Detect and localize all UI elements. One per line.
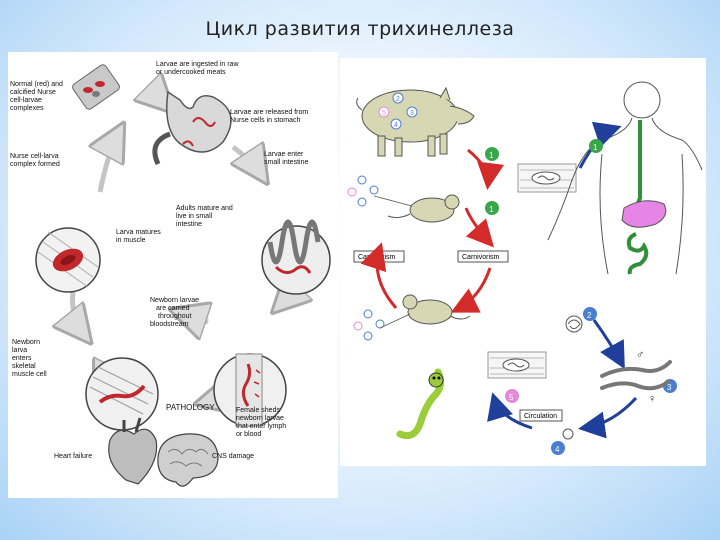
- human-body-image: [547, 81, 703, 275]
- page-title: Цикл развития трихинеллеза: [205, 18, 515, 40]
- intestine-image: [261, 219, 331, 295]
- rat-top-markers: [347, 175, 413, 207]
- pig-step-2: 2: [396, 96, 400, 103]
- svg-text:Carnivorism: Carnivorism: [462, 254, 500, 261]
- muscle-entry-image: [85, 357, 159, 431]
- circulation-label: Circulation: [519, 409, 563, 422]
- cartoon-worm-image: [396, 368, 445, 440]
- label-heart-failure: Heart failure: [54, 453, 92, 460]
- label-cns-damage: CNS damage: [212, 453, 254, 460]
- pig-image: [356, 86, 475, 157]
- human-step-1: 1: [593, 143, 598, 152]
- brain-image: [157, 433, 219, 487]
- male-symbol: ♂: [636, 349, 644, 361]
- pig-step-4: 4: [394, 122, 398, 129]
- adult-worms-image: [600, 360, 672, 391]
- heart-image: [108, 417, 158, 485]
- female-symbol: ♀: [648, 393, 656, 405]
- rat-image-top: [387, 194, 460, 223]
- svg-text:1: 1: [489, 151, 494, 160]
- human-step-4: 4: [555, 445, 560, 454]
- red-cycle-arrows: [360, 148, 504, 313]
- larva-coil-image: [565, 315, 583, 333]
- svg-text:Circulation: Circulation: [524, 413, 557, 420]
- carnivorism-right: Carnivorism: [457, 250, 509, 263]
- human-step-3: 3: [667, 383, 672, 392]
- host-cycle-svg: 2 3 4 5 Carnivorism Carnivorism: [347, 81, 703, 455]
- muscle-cyst-image-bottom: [487, 351, 547, 379]
- pig-stage-markers: 2 3 4 5: [378, 92, 418, 130]
- human-step-2: 2: [587, 311, 592, 320]
- circulating-larva: [562, 428, 574, 440]
- trichinella-host-cycle-diagram: 2 3 4 5 Carnivorism Carnivorism: [340, 58, 706, 466]
- nurse-cell-image: [35, 227, 101, 293]
- green-step-1-markers: 1 1: [485, 147, 499, 215]
- calcified-complexes-image: [72, 64, 120, 110]
- label-pathology: PATHOLOGY: [166, 403, 215, 412]
- pig-step-5: 5: [382, 110, 386, 117]
- svg-text:1: 1: [489, 205, 494, 214]
- digestive-tract: [621, 120, 667, 275]
- human-step-5: 5: [509, 393, 514, 402]
- rat-image-bottom: [402, 294, 471, 325]
- muscle-cyst-image-top: [517, 163, 577, 193]
- bloodstream-image: [213, 353, 287, 427]
- rat-bottom-markers: [353, 309, 411, 341]
- pig-step-3: 3: [410, 110, 414, 117]
- stomach-image: [152, 90, 232, 166]
